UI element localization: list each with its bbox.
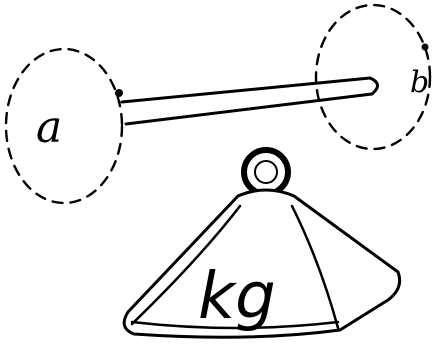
right-rim-point (422, 44, 429, 51)
weight-ring-inner (255, 161, 277, 183)
weight-label: kg (198, 260, 276, 334)
label-point-b: b (410, 65, 429, 100)
left-rim-point (115, 89, 123, 97)
axle-rod (122, 78, 378, 124)
label-point-a: a (36, 102, 62, 153)
left-disc-dashed (6, 49, 122, 203)
